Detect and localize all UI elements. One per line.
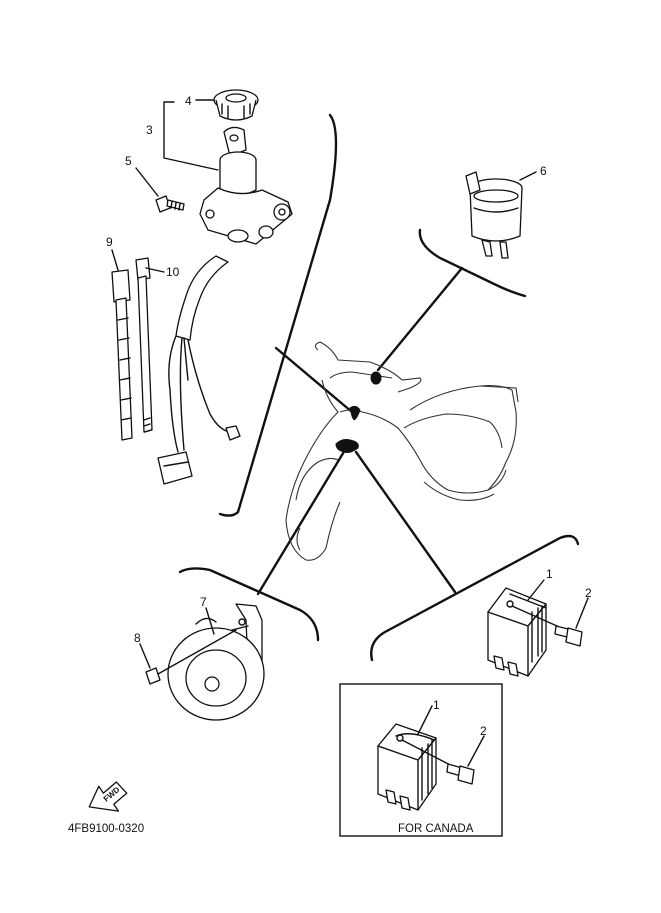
- rectifier-section-boundary: [370, 534, 580, 662]
- callout-5: 5: [125, 154, 132, 168]
- callout-8: 8: [134, 631, 141, 645]
- canada-bolt-part: [446, 735, 485, 785]
- callout-10: 10: [166, 265, 180, 279]
- switch-wire-harness: [157, 255, 241, 485]
- leader-rectifier: [354, 450, 457, 594]
- canada-rectifier-part: [377, 705, 457, 811]
- forward-arrow-icon: FWD: [88, 781, 128, 812]
- leader-relay: [376, 266, 464, 372]
- callout-2: 2: [585, 586, 592, 600]
- key-part: [223, 126, 247, 157]
- callout-9: 9: [106, 235, 113, 249]
- leader-5: [135, 167, 159, 197]
- diagram-code: 4FB9100-0320: [68, 823, 144, 835]
- horn-section-boundary: [178, 567, 320, 642]
- leader-3: [163, 101, 219, 171]
- canada-callout-1: 1: [433, 698, 440, 712]
- callout-3: 3: [146, 123, 153, 137]
- relay-part: [465, 171, 537, 259]
- relay-section-boundary: [418, 228, 527, 298]
- callout-1: 1: [546, 567, 553, 581]
- cable-tie-9: [111, 249, 133, 441]
- main-switch-section-boundary: [218, 113, 338, 517]
- callout-4: 4: [185, 94, 192, 108]
- callout-7: 7: [200, 595, 207, 609]
- main-switch-assembly: [135, 89, 293, 485]
- leader-7: [205, 607, 215, 635]
- switch-cover-part: [213, 89, 259, 121]
- leader-main-switch: [274, 346, 354, 414]
- canada-callout-2: 2: [480, 724, 487, 738]
- canada-box-label: FOR CANADA: [398, 823, 474, 835]
- canada-box: FOR CANADA: [339, 683, 503, 837]
- scooter-outline: [285, 341, 519, 561]
- bolt-part-2: [554, 597, 589, 647]
- rectifier-regulator-part: [487, 579, 567, 677]
- callout-6: 6: [540, 164, 547, 178]
- horn-part: [167, 603, 265, 721]
- switch-body-part: [199, 151, 293, 245]
- leader-horn: [256, 448, 347, 596]
- bolt-part-5: [155, 195, 185, 213]
- bolt-part-8: [139, 629, 237, 685]
- cable-tie-10: [135, 257, 165, 433]
